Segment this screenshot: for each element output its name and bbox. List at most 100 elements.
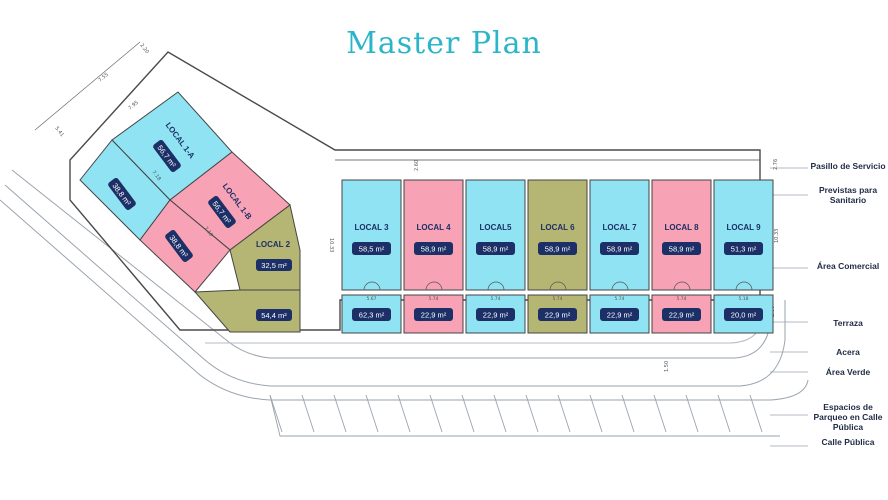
unit-terrace-shape bbox=[403, 294, 464, 334]
unit-area-badge bbox=[414, 242, 453, 255]
corner-dimensions: 2.20 7.55 7.95 5.41 7.18 7.10 10.33 bbox=[53, 43, 334, 253]
unit-4[interactable]: LOCAL 4 58,9 m² 5.74 22,9 m² bbox=[403, 179, 464, 334]
legend-parqueo: Espacios de Parqueo en Calle Pública bbox=[813, 402, 883, 432]
local-1a-badge bbox=[153, 140, 181, 172]
legend-calle-publica: Calle Pública bbox=[821, 437, 875, 447]
legend-area-verde: Área Verde bbox=[825, 367, 871, 377]
unit-width: 5.74 bbox=[676, 296, 686, 302]
unit-area: 58,9 m² bbox=[545, 245, 571, 254]
terrace-area-badge bbox=[414, 308, 453, 321]
unit-area: 51,3 m² bbox=[731, 245, 757, 254]
unit-area-badge bbox=[724, 242, 763, 255]
unit-area-badge bbox=[538, 242, 577, 255]
dim-diag-a: 2.20 bbox=[138, 43, 149, 56]
terrace-area-badge bbox=[476, 308, 515, 321]
terrace-1a-badge bbox=[108, 178, 136, 210]
unit-area: 58,9 m² bbox=[669, 245, 695, 254]
page-title: Master Plan bbox=[346, 26, 542, 61]
dim-diag-f: 7.10 bbox=[202, 226, 213, 239]
terrace-area-badge bbox=[662, 308, 701, 321]
unit-7[interactable]: LOCAL 7 58,9 m² 5.74 22,9 m² bbox=[589, 179, 650, 334]
unit-area-shape bbox=[713, 179, 774, 291]
dim-corner-depth: 10.33 bbox=[328, 238, 334, 252]
door-swing bbox=[735, 281, 753, 291]
terrace-area-badge bbox=[538, 308, 577, 321]
local-2-area: 32,5 m² bbox=[261, 261, 287, 270]
door-swing bbox=[673, 281, 691, 291]
terrace-2-area: 54,4 m² bbox=[261, 311, 287, 320]
unit-width: 5.74 bbox=[490, 296, 500, 302]
unit-area: 58,9 m² bbox=[483, 245, 509, 254]
unit-name: LOCAL 7 bbox=[602, 223, 637, 232]
door-swing bbox=[425, 281, 443, 291]
legend-acera: Acera bbox=[836, 347, 860, 357]
unit-area: 58,9 m² bbox=[607, 245, 633, 254]
unit-area-shape bbox=[527, 179, 588, 291]
dim-depth: 10.33 bbox=[774, 229, 780, 243]
unit-9[interactable]: LOCAL 9 51,3 m² 5.18 20,0 m² bbox=[713, 179, 774, 334]
dim-service: 2.76 bbox=[773, 159, 779, 170]
unit-area: 58,9 m² bbox=[421, 245, 447, 254]
door-swing bbox=[549, 281, 567, 291]
terrace-area: 20,0 m² bbox=[731, 311, 757, 320]
unit-area-badge bbox=[662, 242, 701, 255]
door-swing bbox=[363, 281, 381, 291]
unit-name: LOCAL 6 bbox=[540, 223, 575, 232]
terrace-2-badge bbox=[256, 309, 292, 321]
unit-name: LOCAL 4 bbox=[416, 223, 451, 232]
terrace-area: 22,9 m² bbox=[669, 311, 695, 320]
road-lines bbox=[0, 169, 809, 401]
unit-area-shape bbox=[589, 179, 650, 291]
unit-name: LOCAL 8 bbox=[664, 223, 699, 232]
unit-width: 5.74 bbox=[552, 296, 562, 302]
dim-diag-b: 7.55 bbox=[97, 72, 109, 84]
unit-area-shape bbox=[403, 179, 464, 291]
unit-width: 5.67 bbox=[366, 296, 376, 302]
unit-width: 5.18 bbox=[738, 296, 748, 302]
unit-area-shape bbox=[651, 179, 712, 291]
legend-area-comercial: Área Comercial bbox=[816, 261, 880, 271]
legend-pasillo: Pasillo de Servicio bbox=[810, 161, 886, 171]
unit-width: 5.74 bbox=[428, 296, 438, 302]
dim-diag-d: 5.41 bbox=[53, 126, 64, 139]
unit-6[interactable]: LOCAL 6 58,9 m² 5.74 22,9 m² bbox=[527, 179, 588, 334]
unit-8[interactable]: LOCAL 8 58,9 m² 5.74 22,9 m² bbox=[651, 179, 712, 334]
unit-name: LOCAL 9 bbox=[726, 223, 761, 232]
terrace-area: 22,9 m² bbox=[483, 311, 509, 320]
unit-area-shape bbox=[465, 179, 526, 291]
local-1b-badge bbox=[208, 196, 236, 228]
terrace-area: 22,9 m² bbox=[545, 311, 571, 320]
terrace-area: 22,9 m² bbox=[421, 311, 447, 320]
unit-area-shape bbox=[341, 179, 402, 291]
unit-name: LOCAL 3 bbox=[354, 223, 389, 232]
unit-area: 58,5 m² bbox=[359, 245, 385, 254]
terrace-area-badge bbox=[352, 308, 391, 321]
terrace-area-badge bbox=[600, 308, 639, 321]
unit-width: 5.74 bbox=[614, 296, 624, 302]
unit-name: LOCAL5 bbox=[480, 223, 513, 232]
legend-sanitario: Previstas para Sanitario bbox=[818, 185, 878, 205]
unit-row: LOCAL 3 58,5 m² 5.67 62,3 m² LOCAL 4 58,9 m² 5… bbox=[341, 179, 774, 334]
dim-diag-e: 7.18 bbox=[150, 170, 161, 183]
local-2-name: LOCAL 2 bbox=[256, 240, 291, 249]
terrace-area-badge bbox=[724, 308, 763, 321]
dim-pasillo: 2.60 bbox=[414, 160, 420, 171]
terrace-1b-badge bbox=[165, 230, 193, 262]
local-2-badge bbox=[256, 259, 292, 271]
door-swing bbox=[611, 281, 629, 291]
unit-area-badge bbox=[476, 242, 515, 255]
street-labels-guides bbox=[770, 167, 808, 447]
unit-area-badge bbox=[600, 242, 639, 255]
dim-diag-c: 7.95 bbox=[127, 100, 139, 112]
parking-spaces bbox=[269, 394, 780, 437]
terrace-area: 62,3 m² bbox=[359, 311, 385, 320]
legend-terraza: Terraza bbox=[833, 318, 863, 328]
unit-3[interactable]: LOCAL 3 58,5 m² 5.67 62,3 m² bbox=[341, 179, 402, 334]
terrace-area: 22,9 m² bbox=[607, 311, 633, 320]
unit-5[interactable]: LOCAL5 58,9 m² 5.74 22,9 m² bbox=[465, 179, 526, 334]
terrace-local-2[interactable] bbox=[193, 289, 301, 333]
door-swing bbox=[487, 281, 505, 291]
dim-sidewalk: 1.50 bbox=[664, 361, 670, 372]
